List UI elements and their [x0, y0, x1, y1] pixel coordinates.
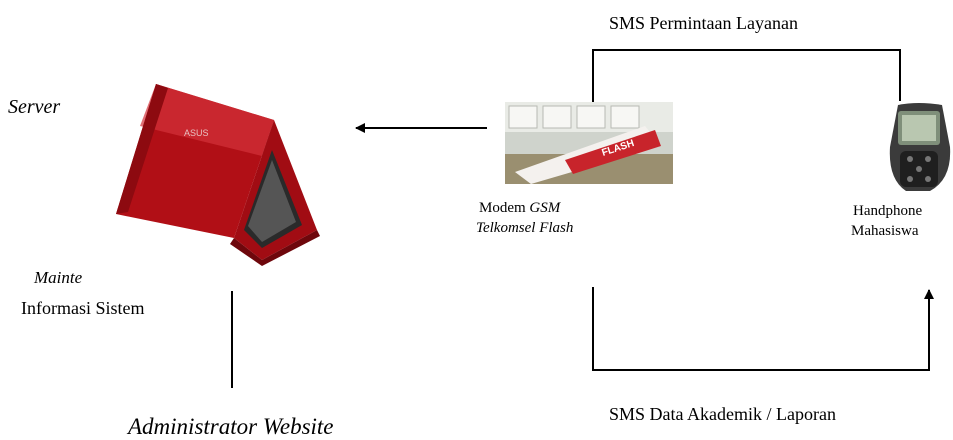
sms-data-path — [592, 287, 934, 371]
sms-data-label: SMS Data Akademik / Laporan — [609, 404, 836, 424]
informasi-sistem-label: Informasi Sistem — [21, 298, 145, 318]
usb-modem-icon: FLASH — [505, 102, 673, 184]
laptop-brand: ASUS — [184, 128, 209, 138]
mobile-phone-icon — [884, 101, 953, 193]
handphone-label-line1: Handphone — [853, 203, 923, 219]
handphone-label-line2: Mahasiswa — [851, 223, 919, 239]
modem-label-plain: Modem — [479, 200, 530, 216]
modem-label: Modem GSM — [479, 200, 560, 217]
administrator-label: Administrator Website — [128, 414, 334, 439]
laptop-icon: ASUS — [116, 84, 320, 266]
sms-request-path — [588, 49, 901, 128]
maintenance-label: Mainte — [34, 268, 83, 287]
sms-request-label: SMS Permintaan Layanan — [609, 13, 798, 33]
modem-label-line2: Telkomsel Flash — [476, 220, 574, 236]
server-label: Server — [8, 96, 61, 118]
modem-label-gsm: GSM — [529, 200, 561, 216]
